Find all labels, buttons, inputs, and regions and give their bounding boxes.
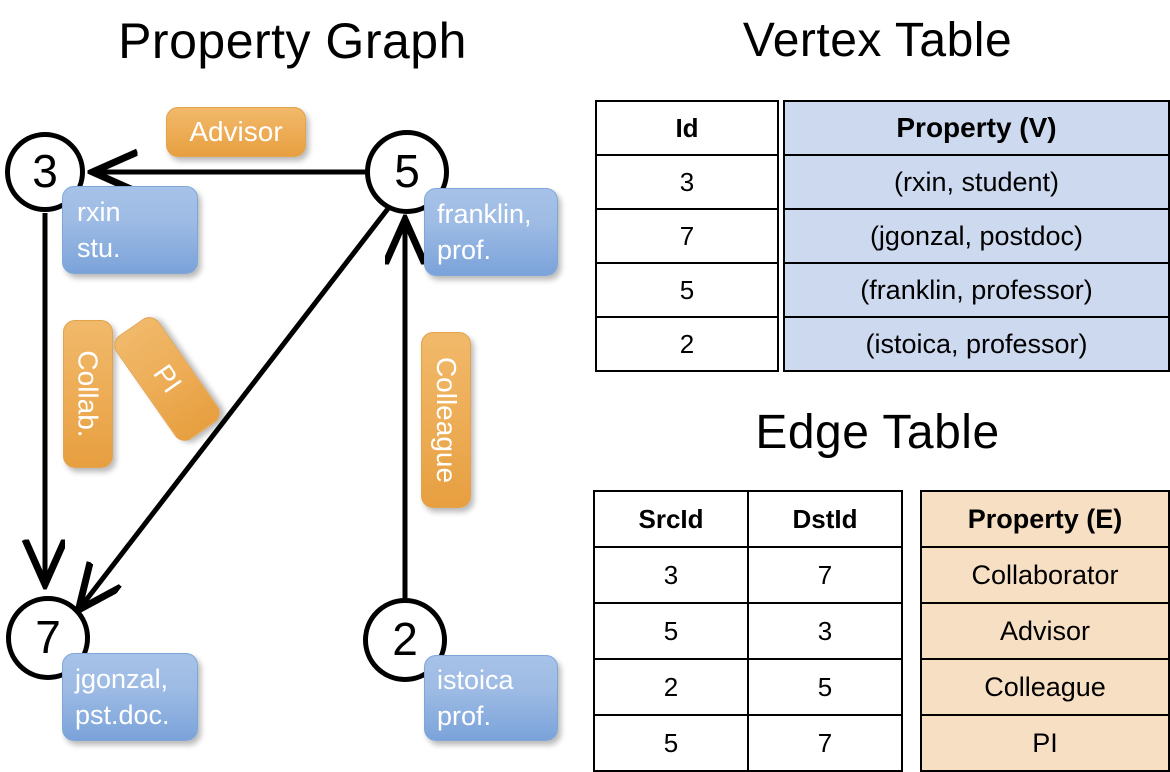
edge-label-advisor-text: Advisor — [189, 116, 283, 147]
table-row: (franklin, professor) — [783, 262, 1170, 318]
edge-srcid-cell: 5 — [593, 602, 749, 660]
edge-header-dstid: DstId — [747, 490, 903, 548]
edge-dstid-cell: 7 — [747, 714, 903, 772]
page-title-edge-table: Edge Table — [755, 406, 1000, 459]
edge-label-chip-advisor: Advisor — [166, 107, 306, 157]
edge-label-collab-text: Collab. — [73, 350, 105, 438]
vertex-property-chip-5: franklin, prof. — [424, 188, 558, 276]
vertex-property-cell: (istoica, professor) — [783, 316, 1170, 372]
edge-property-cell: Colleague — [920, 658, 1170, 716]
graph-node-2-label: 2 — [392, 613, 418, 665]
graph-node-7-label: 7 — [35, 611, 61, 663]
table-row: 3 7 — [593, 546, 903, 604]
edge-property-cell: Advisor — [920, 602, 1170, 660]
edge-label-colleague-text: Colleague — [431, 356, 463, 484]
edge-dstid-cell: 3 — [747, 602, 903, 660]
table-row: PI — [920, 714, 1170, 772]
vertex-id-column-table: Id 3 7 5 2 — [595, 100, 779, 372]
table-row: 5 7 — [593, 714, 903, 772]
graph-edges-svg — [0, 0, 585, 760]
edge-property-cell: PI — [920, 714, 1170, 772]
table-row: 3 — [595, 154, 779, 210]
vertex-header-id: Id — [595, 100, 779, 156]
vertex-property-chip-3: rxin stu. — [62, 186, 198, 274]
vertex-id-cell: 7 — [595, 208, 779, 264]
edge-property-cell: Collaborator — [920, 546, 1170, 604]
graph-node-5[interactable]: 5 — [365, 130, 449, 214]
edge-header-property: Property (E) — [920, 490, 1170, 548]
table-row: 2 — [595, 316, 779, 372]
vertex-property-cell: (jgonzal, postdoc) — [783, 208, 1170, 264]
edge-label-chip-collab: Collab. — [63, 320, 113, 468]
vertex-property-chip-7: jgonzal, pst.doc. — [62, 653, 198, 741]
table-row: 7 — [595, 208, 779, 264]
page-title-vertex-table: Vertex Table — [742, 14, 1013, 67]
table-row: 2 5 — [593, 658, 903, 716]
vertex-header-property: Property (V) — [783, 100, 1170, 156]
edge-srcid-cell: 3 — [593, 546, 749, 604]
table-row: (rxin, student) — [783, 154, 1170, 210]
table-header-row: SrcId DstId — [593, 490, 903, 548]
edge-label-chip-colleague: Colleague — [421, 332, 471, 508]
table-row: Collaborator — [920, 546, 1170, 604]
table-row: (istoica, professor) — [783, 316, 1170, 372]
graph-node-5-label: 5 — [394, 145, 420, 197]
edge-id-columns-table: SrcId DstId 3 7 5 3 2 5 5 7 — [593, 490, 903, 772]
vertex-id-cell: 3 — [595, 154, 779, 210]
edge-5-to-7 — [80, 204, 392, 608]
graph-node-2[interactable]: 2 — [363, 598, 447, 682]
table-row: 5 — [595, 262, 779, 318]
table-header-row: Property (E) — [920, 490, 1170, 548]
vertex-property-cell: (franklin, professor) — [783, 262, 1170, 318]
vertex-property-cell: (rxin, student) — [783, 154, 1170, 210]
page-title-property-graph: Property Graph — [118, 13, 467, 69]
table-row: (jgonzal, postdoc) — [783, 208, 1170, 264]
vertex-property-chip-7-text: jgonzal, pst.doc. — [75, 664, 170, 730]
graph-node-3-label: 3 — [32, 145, 58, 197]
vertex-id-cell: 2 — [595, 316, 779, 372]
table-row: Colleague — [920, 658, 1170, 716]
edge-property-column-table: Property (E) Collaborator Advisor Collea… — [920, 490, 1170, 772]
edge-srcid-cell: 5 — [593, 714, 749, 772]
edge-label-pi-text: PI — [147, 358, 188, 399]
table-header-row: Id — [595, 100, 779, 156]
vertex-table-panel: Vertex Table Id 3 7 5 2 Property (V) (rx… — [585, 0, 1170, 390]
edge-dstid-cell: 7 — [747, 546, 903, 604]
edge-dstid-cell: 5 — [747, 658, 903, 716]
edge-srcid-cell: 2 — [593, 658, 749, 716]
vertex-property-chip-2: istoica prof. — [424, 655, 558, 741]
vertex-property-chip-2-text: istoica prof. — [437, 665, 514, 731]
property-graph-panel: Property Graph 3 5 7 2 rxin stu. frankli… — [0, 0, 585, 760]
table-row: 5 3 — [593, 602, 903, 660]
vertex-property-chip-3-text: rxin stu. — [77, 197, 121, 263]
table-header-row: Property (V) — [783, 100, 1170, 156]
table-row: Advisor — [920, 602, 1170, 660]
edge-header-srcid: SrcId — [593, 490, 749, 548]
vertex-id-cell: 5 — [595, 262, 779, 318]
vertex-property-column-table: Property (V) (rxin, student) (jgonzal, p… — [783, 100, 1170, 372]
vertex-property-chip-5-text: franklin, prof. — [437, 199, 532, 265]
edge-table-panel: Edge Table SrcId DstId 3 7 5 3 2 5 5 7 P… — [585, 390, 1170, 772]
